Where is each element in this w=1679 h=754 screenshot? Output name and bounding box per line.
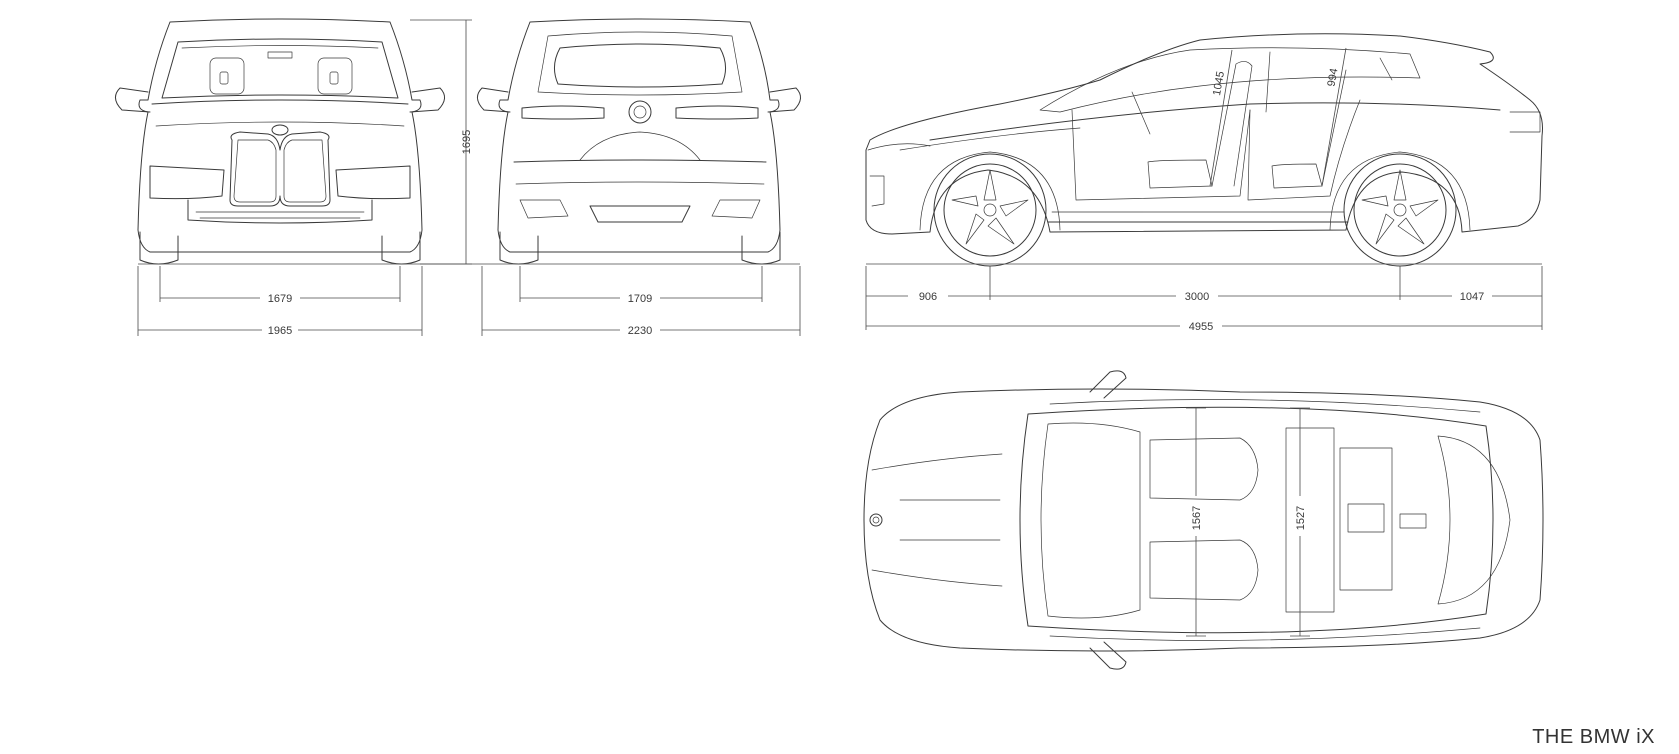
front-height-label: 1695 bbox=[461, 130, 473, 154]
top-view-drawing bbox=[863, 370, 1544, 670]
rear-shoulder-label: 1527 bbox=[1295, 506, 1307, 530]
wheelbase-label: 3000 bbox=[1185, 291, 1209, 303]
front-overhang-label: 906 bbox=[919, 291, 937, 303]
brand-label: THE BMW iX bbox=[1532, 726, 1655, 748]
rear-view-drawing bbox=[477, 18, 801, 265]
rear-width-label: 2230 bbox=[628, 325, 652, 337]
rear-headroom-label: 994 bbox=[1326, 67, 1341, 87]
front-view-drawing bbox=[115, 18, 445, 265]
front-track-label: 1679 bbox=[268, 293, 292, 305]
side-view-drawing bbox=[865, 33, 1543, 267]
front-shoulder-label: 1567 bbox=[1191, 506, 1203, 530]
front-width-label: 1965 bbox=[268, 325, 292, 337]
front-headroom-label: 1045 bbox=[1211, 70, 1227, 96]
dimension-lines bbox=[137, 19, 1543, 637]
rear-track-label: 1709 bbox=[628, 293, 652, 305]
length-label: 4955 bbox=[1189, 321, 1213, 333]
rear-overhang-label: 1047 bbox=[1460, 291, 1484, 303]
